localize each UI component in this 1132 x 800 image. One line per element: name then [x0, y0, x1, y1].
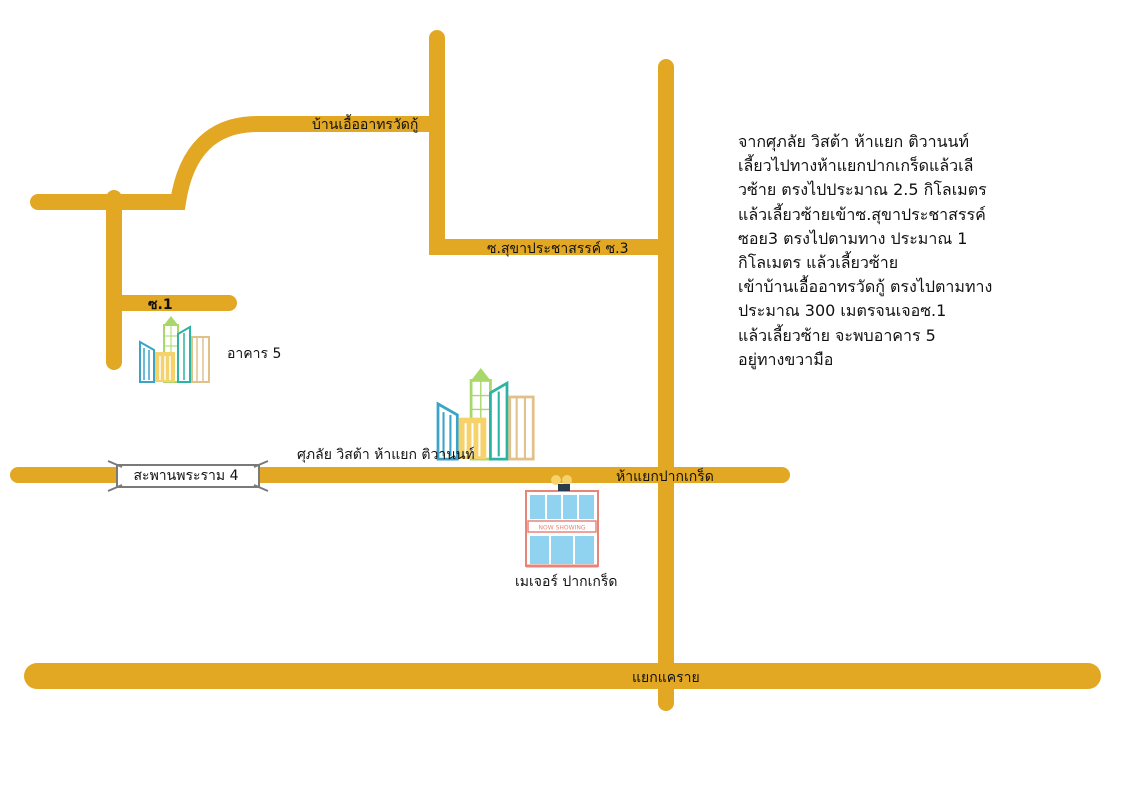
cinema-icon: NOW SHOWING — [525, 475, 599, 568]
label-khae-rai: แยกแคราย — [632, 670, 700, 686]
city-buildings-icon — [139, 316, 210, 383]
label-soi-sukha-3: ซ.สุขาประชาสรรค์ ซ.3 — [487, 241, 629, 257]
city-buildings-icon — [436, 368, 535, 461]
label-pakkret-intersection: ห้าแยกปากเกร็ด — [616, 469, 714, 485]
road-ban-ua — [30, 116, 445, 210]
label-ban-ua-arthon: บ้านเอื้ออาทรวัดกู้ — [312, 117, 419, 133]
label-soi-1: ซ.1 — [148, 297, 173, 313]
label-building-5: อาคาร 5 — [227, 346, 282, 362]
label-rama4-bridge: สะพานพระราม 4 — [133, 468, 239, 484]
cinema-sign: NOW SHOWING — [539, 525, 586, 532]
road-soi-sukha — [429, 30, 668, 255]
label-supalai-vista: ศุภลัย วิสต้า ห้าแยก ติวานนท์ — [297, 447, 475, 463]
bridge-icon — [107, 460, 269, 492]
label-major-pakkret: เมเจอร์ ปากเกร็ด — [515, 574, 618, 590]
directions-text: จากศุภลัย วิสต้า ห้าแยก ติวานนท์ เลี้ยวไ… — [738, 132, 993, 369]
